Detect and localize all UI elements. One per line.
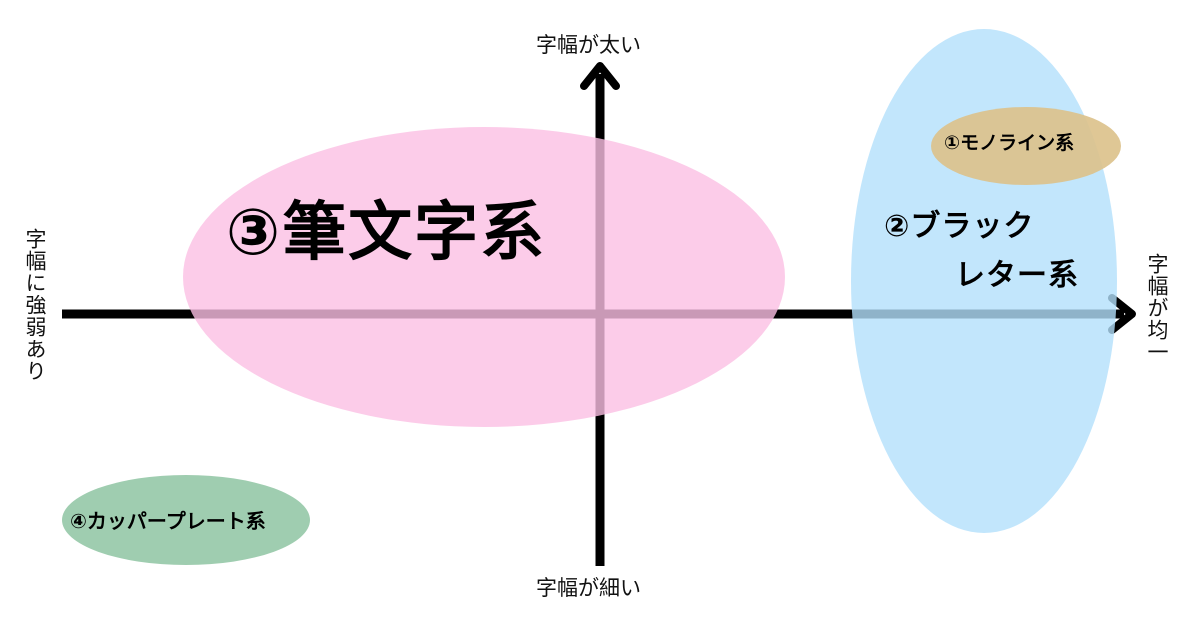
blackletter-group-label-line1: ②ブラック (884, 209, 1035, 244)
fude-group-ellipse (183, 127, 785, 427)
monoline-group-ellipse (931, 107, 1121, 185)
axis-label-top: 字幅が太い (536, 33, 641, 57)
vertical-axis-arrowhead (580, 62, 620, 90)
axis-label-left: 字幅に強弱あり (23, 228, 47, 382)
blackletter-group-label-line2: レター系 (955, 258, 1079, 293)
horizontal-axis-arrowhead (1108, 294, 1136, 334)
axis-label-bottom: 字幅が細い (536, 576, 641, 600)
monoline-group-label: ①モノライン系 (944, 132, 1075, 154)
copperplate-group-ellipse (62, 475, 310, 565)
copperplate-group-label: ④カッパープレート系 (70, 509, 266, 533)
axis-label-right: 字幅が均一 (1145, 253, 1169, 363)
fude-group-label: ③筆文字系 (226, 196, 547, 270)
